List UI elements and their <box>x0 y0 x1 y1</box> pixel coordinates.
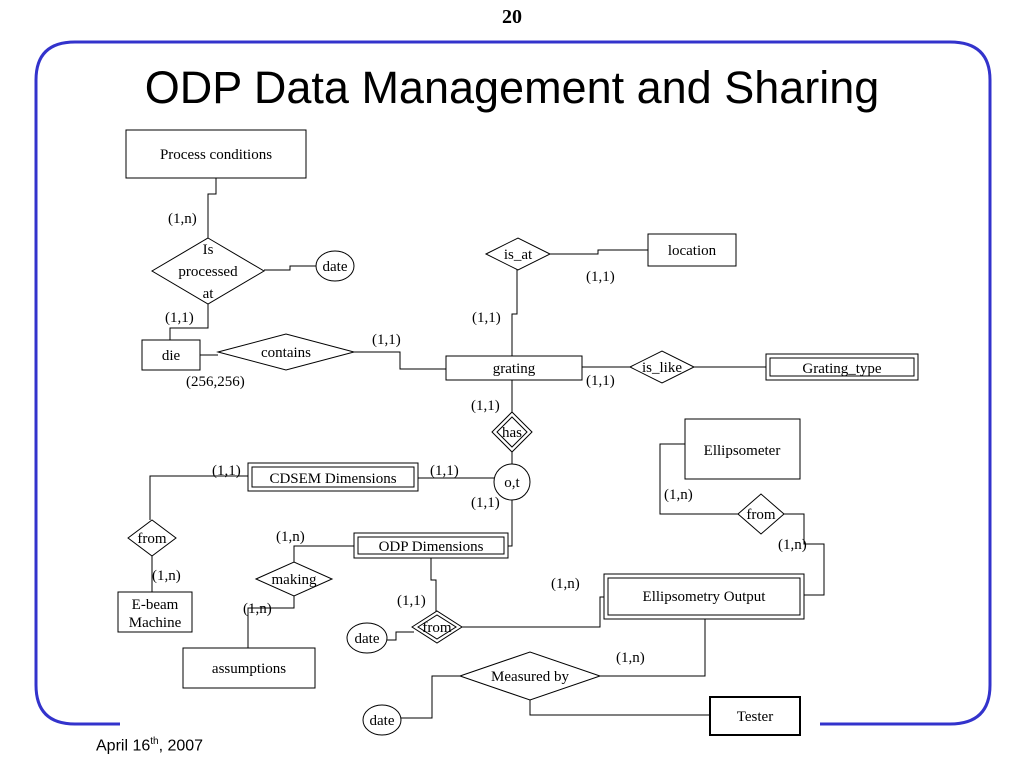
svg-text:die: die <box>162 348 181 364</box>
svg-text:(1,1): (1,1) <box>165 310 194 326</box>
svg-text:(1,n): (1,n) <box>664 487 693 503</box>
svg-text:Is: Is <box>203 242 214 258</box>
svg-text:(1,1): (1,1) <box>472 310 501 326</box>
relationship-measured-by: Measured by <box>458 651 602 701</box>
svg-text:Ellipsometer: Ellipsometer <box>704 443 781 459</box>
svg-text:(1,1): (1,1) <box>397 593 426 609</box>
svg-text:is_like: is_like <box>642 360 682 376</box>
svg-text:contains: contains <box>261 345 311 361</box>
svg-text:location: location <box>668 243 717 259</box>
relationship-contains: contains <box>216 333 356 371</box>
svg-text:has: has <box>502 425 522 441</box>
svg-text:(1,1): (1,1) <box>212 463 241 479</box>
svg-text:from: from <box>746 507 775 523</box>
entity-tester: Tester <box>709 696 801 736</box>
attribute-date-measured: date <box>362 704 402 736</box>
entity-die: die <box>141 339 201 371</box>
slide-title: ODP Data Management and Sharing <box>144 62 880 113</box>
svg-text:ODP Dimensions: ODP Dimensions <box>379 539 484 555</box>
svg-text:(1,n): (1,n) <box>152 568 181 584</box>
svg-text:(1,1): (1,1) <box>586 269 615 285</box>
svg-text:(1,n): (1,n) <box>243 601 272 617</box>
svg-text:Measured by: Measured by <box>491 669 569 685</box>
svg-text:making: making <box>272 572 317 588</box>
entity-ebeam-machine: E-beam Machine <box>117 591 193 633</box>
svg-text:(1,1): (1,1) <box>471 398 500 414</box>
specialization-circle: o,t <box>493 463 531 501</box>
svg-text:date: date <box>355 631 380 647</box>
svg-text:date: date <box>370 713 395 729</box>
svg-text:Tester: Tester <box>737 709 773 725</box>
footer-year: , 2007 <box>158 737 204 755</box>
svg-text:(1,n): (1,n) <box>778 537 807 553</box>
svg-text:Grating_type: Grating_type <box>802 361 881 377</box>
entity-grating-type: Grating_type <box>765 353 919 381</box>
slide-border <box>34 40 992 726</box>
svg-text:date: date <box>323 259 348 275</box>
svg-text:Ellipsometry Output: Ellipsometry Output <box>643 589 767 605</box>
entity-cdsem-dimensions: CDSEM Dimensions <box>247 462 419 492</box>
entity-ellipsometry-output: Ellipsometry Output <box>603 573 805 620</box>
attribute-date-from: date <box>346 622 388 654</box>
svg-text:CDSEM Dimensions: CDSEM Dimensions <box>269 471 396 487</box>
svg-text:(1,1): (1,1) <box>430 463 459 479</box>
svg-text:(1,1): (1,1) <box>471 495 500 511</box>
svg-text:(1,n): (1,n) <box>551 576 580 592</box>
footer-suffix: th <box>150 736 159 747</box>
relationship-making: making <box>254 561 334 597</box>
svg-text:(1,1): (1,1) <box>372 332 401 348</box>
entity-odp-dimensions: ODP Dimensions <box>353 532 509 559</box>
svg-text:o,t: o,t <box>504 475 520 491</box>
slide-footer-date: April 16th, 2007 <box>96 736 203 755</box>
svg-text:(256,256): (256,256) <box>186 374 245 390</box>
relationship-from-ellipsometer: from <box>737 493 785 535</box>
svg-text:processed: processed <box>178 264 238 280</box>
svg-text:grating: grating <box>493 361 536 377</box>
page-number: 20 <box>502 6 522 28</box>
entity-location: location <box>647 233 737 267</box>
relationship-is-at: is_at <box>484 237 552 271</box>
svg-text:at: at <box>203 286 215 302</box>
svg-text:Process conditions: Process conditions <box>160 147 272 163</box>
footer-month-day: April 16 <box>96 737 151 755</box>
entity-grating: grating <box>445 355 583 381</box>
relationship-has: has <box>491 411 533 453</box>
relationship-from-cdsem: from <box>127 519 177 557</box>
svg-text:(1,1): (1,1) <box>586 373 615 389</box>
svg-text:(1,n): (1,n) <box>276 529 305 545</box>
relationship-is-processed-at: Is processed at <box>151 237 265 305</box>
cardinality-labels: (1,n) (1,1) (256,256) (1,1) (1,1) (1,1) … <box>152 211 807 666</box>
svg-text:E-beam: E-beam <box>132 597 179 613</box>
svg-text:(1,n): (1,n) <box>168 211 197 227</box>
entity-process-conditions: Process conditions <box>125 129 307 179</box>
connector-lines <box>149 178 825 719</box>
relationship-is-like: is_like <box>628 350 696 384</box>
attribute-date-processed: date <box>315 250 355 282</box>
svg-text:assumptions: assumptions <box>212 661 286 677</box>
svg-text:Machine: Machine <box>129 615 182 631</box>
entity-ellipsometer: Ellipsometer <box>684 418 801 480</box>
entity-assumptions: assumptions <box>182 647 316 689</box>
relationship-from-odp: from <box>411 610 463 644</box>
svg-text:from: from <box>422 620 451 636</box>
svg-text:is_at: is_at <box>504 247 533 263</box>
svg-text:from: from <box>137 531 166 547</box>
svg-text:(1,n): (1,n) <box>616 650 645 666</box>
